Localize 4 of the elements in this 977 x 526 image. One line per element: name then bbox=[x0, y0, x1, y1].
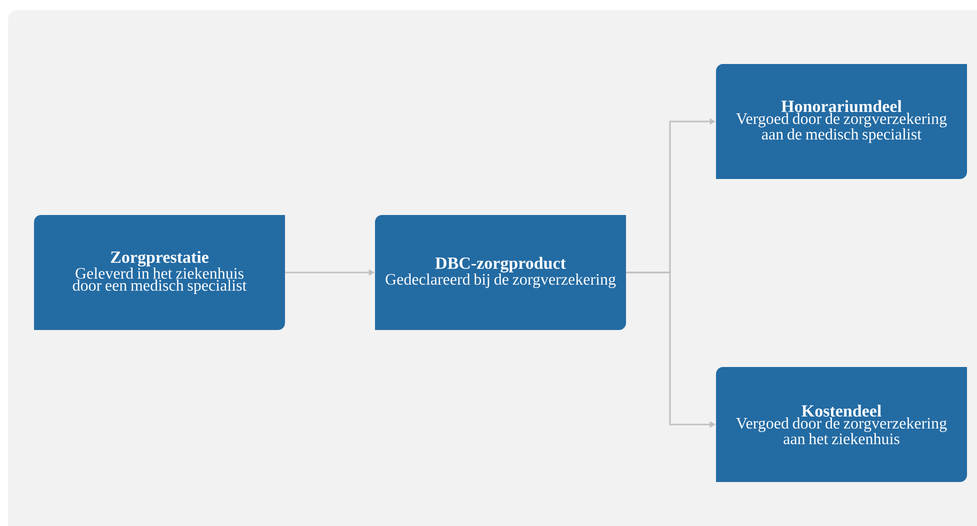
process-box: Kostendeel Vergoed door de zorgverzekering aan het ziekenhuis bbox=[716, 366, 967, 482]
process-box: DBC-zorgproduct Gedeclareerd bij de zorgverzekering bbox=[375, 214, 626, 330]
process-box: Zorgprestatie Geleverd in het ziekenhuis door een medisch specialist bbox=[34, 214, 285, 330]
process-box: Honorariumdeel Vergoed door de zorgverzekering aan de medisch specialist bbox=[716, 64, 967, 179]
